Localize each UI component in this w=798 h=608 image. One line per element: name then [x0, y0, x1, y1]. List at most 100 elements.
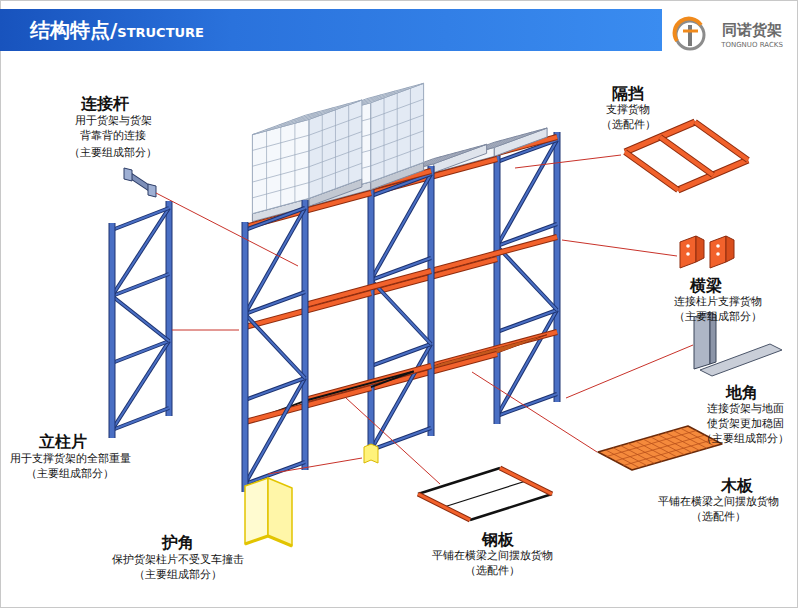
corner-guard	[268, 478, 292, 546]
cargo-stack	[294, 123, 295, 202]
cargo-stack	[410, 88, 411, 167]
upright-post	[167, 201, 172, 416]
frame-brace	[371, 174, 431, 280]
load-beam	[305, 271, 431, 305]
part-description: 连接柱片支撑货物	[674, 295, 762, 310]
empty-pallet	[419, 148, 472, 167]
part-note: （选配件）	[465, 564, 520, 577]
deck-panel	[624, 440, 714, 466]
empty-pallet	[426, 146, 479, 165]
beam-connector	[680, 236, 696, 268]
part-name: 地角	[726, 383, 758, 402]
frame-brace	[245, 314, 305, 378]
upright-post	[494, 154, 501, 424]
separator	[625, 152, 678, 190]
frame-brace	[245, 208, 305, 314]
part-note: （主要组成部分）	[134, 568, 222, 581]
header-subtitle: STRUCTURE	[117, 12, 204, 54]
upright-post	[302, 200, 309, 470]
steel-panel	[500, 468, 552, 494]
part-name: 隔挡	[612, 84, 644, 103]
steel-panel	[418, 494, 470, 520]
frame-brace	[245, 378, 305, 400]
part-description: 平铺在横梁之间摆放货物	[658, 495, 779, 510]
frame-brace	[112, 296, 169, 341]
part-note: （选配件）	[601, 118, 656, 131]
steel-panel	[500, 468, 552, 494]
separator	[695, 122, 748, 160]
steel-panel	[418, 494, 470, 520]
cargo-stack	[280, 127, 281, 206]
corner-guard	[245, 478, 268, 544]
upright-post	[109, 223, 116, 438]
steel-panel	[368, 371, 414, 388]
frame-brace	[497, 310, 557, 416]
leader-line	[472, 372, 597, 452]
upright-post	[110, 223, 115, 438]
beam-connector	[686, 244, 690, 248]
mounted-guard	[364, 444, 378, 463]
cargo-stack	[266, 131, 267, 210]
separator	[625, 152, 678, 190]
separator	[660, 137, 713, 175]
logo-icon	[688, 25, 692, 46]
upright-post	[368, 188, 375, 458]
cargo-stack	[292, 105, 349, 120]
cargo-stack	[266, 115, 323, 130]
logo-subtitle: TONGNUO RACKS	[721, 41, 783, 49]
frame-brace	[245, 314, 305, 378]
frame-brace	[112, 341, 169, 430]
rack-drawing	[112, 19, 782, 546]
header-title: 结构特点/	[30, 9, 117, 51]
frame-brace	[371, 344, 431, 450]
cargo-stack	[384, 98, 385, 177]
part-note: （主要组成部分）	[674, 310, 762, 323]
cargo-stack	[348, 105, 349, 184]
frame-brace	[497, 310, 557, 416]
frame-brace	[497, 310, 557, 332]
upright-post	[554, 132, 561, 402]
steel-panel	[470, 494, 552, 520]
part-description: 连接货架与地面 使货架更加稳固	[707, 402, 784, 432]
beam-connector	[716, 252, 720, 256]
cargo-stack	[252, 151, 309, 166]
part-note: （主要组成部分）	[26, 467, 114, 480]
beam-connector	[686, 252, 690, 256]
frame-brace	[245, 208, 305, 230]
deck-panel	[615, 435, 705, 461]
frame-brace	[497, 140, 557, 246]
upright-post	[429, 166, 434, 436]
frame-brace	[112, 208, 169, 296]
frame-brace	[497, 246, 557, 310]
frame-brace	[245, 208, 305, 314]
cargo-stack	[252, 119, 309, 213]
frame-brace	[371, 344, 431, 366]
frame-brace	[497, 246, 557, 310]
part-description: 保护货架柱片不受叉车撞击	[112, 553, 244, 568]
frame-brace	[497, 140, 557, 246]
frame-brace	[371, 344, 431, 366]
cargo-stack	[252, 135, 309, 150]
load-beam	[305, 366, 431, 400]
cargo-stack	[335, 110, 336, 189]
cargo-stack	[252, 183, 309, 198]
part-description: 平铺在横梁之间摆放货物	[432, 549, 553, 564]
leader-line	[172, 330, 239, 331]
header-band: 结构特点/STRUCTURE	[0, 9, 662, 51]
wire-deck	[429, 339, 535, 368]
logo-icon	[675, 19, 701, 41]
part-name: 立柱片	[39, 432, 87, 451]
row-spacer	[148, 184, 156, 197]
frame-brace	[112, 208, 169, 230]
cargo-stack	[397, 93, 398, 172]
upright-post	[428, 166, 435, 436]
corner-guard	[245, 536, 292, 546]
frame-brace	[371, 280, 431, 344]
separator	[660, 137, 713, 175]
row-spacer	[124, 168, 132, 181]
frame-brace	[112, 208, 169, 230]
upright-post	[495, 154, 500, 424]
separator	[695, 122, 748, 160]
upright-post	[242, 222, 249, 492]
leader-line	[346, 398, 440, 484]
